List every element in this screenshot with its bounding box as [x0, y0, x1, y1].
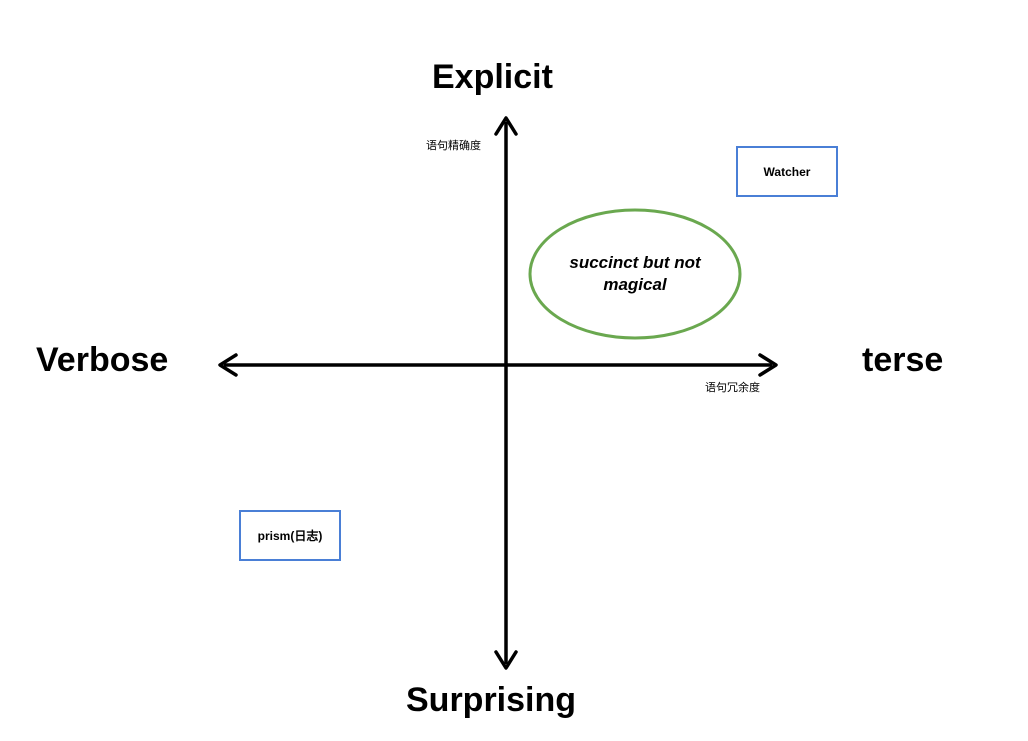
ellipse-label-line2: magical	[603, 275, 667, 294]
pole-terse: terse	[862, 341, 944, 379]
succinct-ellipse	[528, 208, 742, 340]
horizontal-axis-caption: 语句冗余度	[705, 381, 760, 394]
watcher-box: Watcher	[736, 146, 838, 197]
pole-surprising: Surprising	[406, 681, 577, 719]
horizontal-axis-arrow-right	[758, 353, 778, 377]
horizontal-axis-arrow-left	[218, 353, 238, 377]
prism-box: prism(日志)	[239, 510, 341, 561]
pole-explicit: Explicit	[432, 58, 553, 96]
watcher-label: Watcher	[763, 164, 811, 179]
ellipse-label-line1: succinct but not	[569, 253, 701, 272]
ellipse-label: succinct but not magical	[540, 252, 730, 296]
pole-verbose: Verbose	[36, 341, 169, 379]
vertical-axis-arrow-down	[494, 650, 518, 670]
prism-label: prism(日志)	[257, 529, 323, 543]
vertical-axis-arrow-up	[494, 116, 518, 136]
vertical-axis-caption: 语句精确度	[426, 139, 481, 152]
